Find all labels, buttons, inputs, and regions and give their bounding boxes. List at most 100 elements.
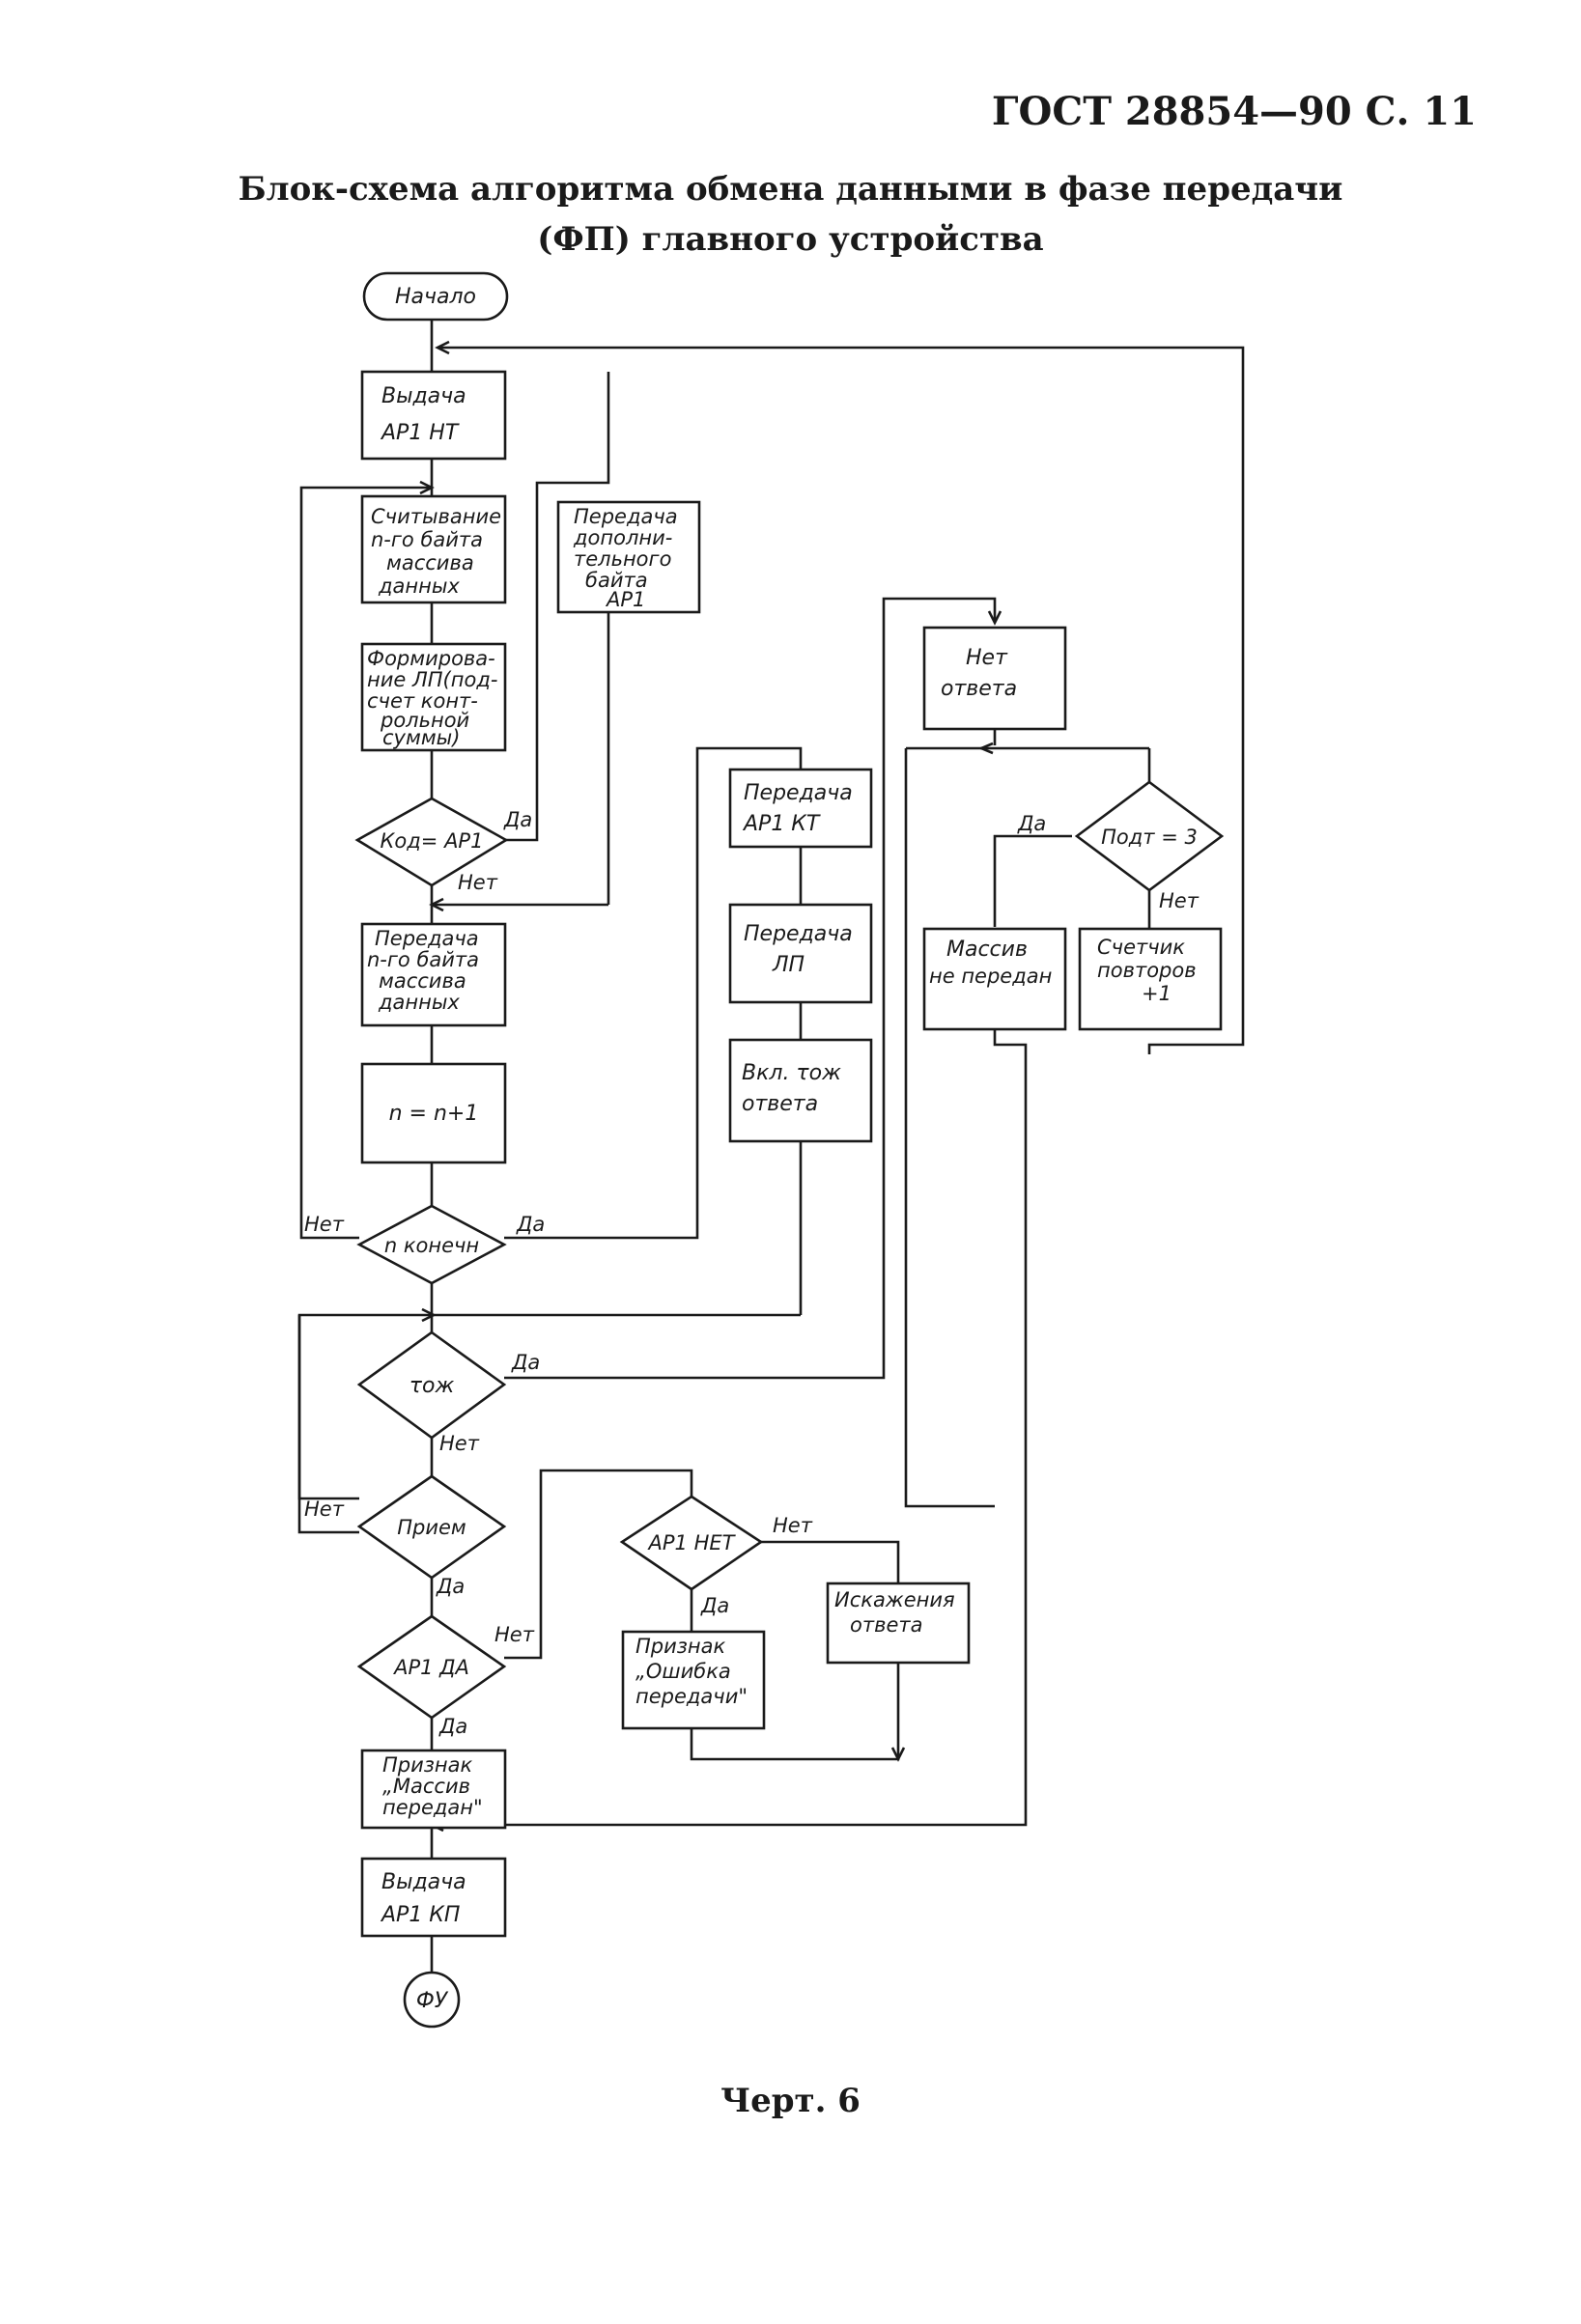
node-dop-bait-line: Передача [574, 505, 678, 528]
node-massiv-ne-peredan-line: не передан [929, 965, 1052, 988]
node-ar1-da-label: АР1 ДА [392, 1656, 469, 1679]
node-dop-bait-line: тельного [574, 547, 671, 571]
node-oshibka-line: „Ошибка [635, 1660, 731, 1683]
node-peredacha-n-line: массива [379, 969, 466, 993]
node-peredacha-n-line: n-го байта [367, 948, 479, 971]
label-net: Нет [494, 1623, 535, 1646]
node-tau: τож Да Нет [356, 1330, 540, 1455]
node-iskazhenie: Искажения ответа [826, 1582, 971, 1665]
label-net: Нет [773, 1514, 813, 1537]
node-peredacha-lp-line: ЛП [772, 953, 805, 977]
node-formirovanie-line: счет конт- [367, 689, 478, 713]
node-net-otveta: Нет ответа [922, 626, 1067, 731]
node-chtenie-line: массива [386, 551, 474, 574]
node-ar1-da: АР1 ДА Нет Да [356, 1614, 535, 1738]
node-chtenie-line: n-го байта [371, 528, 483, 551]
node-schetchik-line: +1 [1142, 982, 1172, 1005]
figure-caption: Черт. 6 [720, 2082, 861, 2120]
node-n-inc: n = n+1 [360, 1062, 507, 1164]
node-chtenie-line: данных [378, 574, 460, 598]
node-dop-bait: Передача дополни- тельного байта АР1 [556, 500, 701, 614]
label-da: Да [503, 808, 532, 831]
node-oshibka-line: Признак [635, 1635, 726, 1658]
label-net: Нет [1159, 889, 1200, 912]
node-massiv-ne-peredan-line: Массив [946, 938, 1028, 962]
node-vkl-tau-line: ответа [742, 1092, 818, 1116]
node-vydacha-nt: Выдача АР1 НТ [360, 370, 507, 461]
label-da: Да [1017, 812, 1046, 835]
label-da: Да [511, 1351, 540, 1374]
node-massiv-peredan: Признак „Массив передан" [360, 1749, 507, 1830]
node-net-otveta-line: ответа [941, 677, 1017, 701]
node-peredacha-n: Передача n-го байта массива данных [360, 922, 507, 1027]
node-oshibka: Признак „Ошибка передачи" [621, 1630, 766, 1730]
node-start: Начало [362, 271, 509, 322]
diagram-title-line1: Блок-схема алгоритма обмена данными в фа… [238, 170, 1343, 209]
label-da: Да [516, 1213, 545, 1236]
node-vydacha-kp-line: АР1 КП [380, 1903, 460, 1927]
node-net-otveta-line: Нет [966, 646, 1008, 670]
node-formirovanie-line: Формирова- [367, 647, 495, 670]
node-podt-3-label: Подт = 3 [1101, 826, 1198, 849]
node-vkl-tau: Вкл. τож ответа [728, 1038, 873, 1143]
node-formirovanie: Формирова- ние ЛП(под- счет конт- рольно… [360, 642, 507, 752]
node-peredacha-n-line: Передача [375, 927, 479, 950]
label-da: Да [438, 1715, 467, 1738]
node-kod-ar1-label: Код= АР1 [381, 829, 484, 853]
node-ar1-net-label: АР1 НЕТ [647, 1531, 737, 1554]
node-priem: Прием Нет Да [304, 1474, 507, 1598]
node-vydacha-kp: Выдача АР1 КП [360, 1857, 507, 1938]
node-start-label: Начало [395, 285, 476, 309]
node-peredacha-n-line: данных [378, 991, 460, 1014]
node-ar1-net: АР1 НЕТ Нет Да [619, 1495, 813, 1617]
label-net: Нет [458, 871, 498, 894]
node-vydacha-nt-line: Выдача [381, 384, 466, 408]
node-vydacha-nt-line: АР1 НТ [380, 421, 460, 445]
label-da: Да [700, 1594, 729, 1617]
node-dop-bait-line: АР1 [605, 588, 645, 611]
gost-header: ГОСТ 28854—90 С. 11 [991, 89, 1477, 134]
node-formirovanie-line: ние ЛП(под- [367, 668, 497, 691]
label-net: Нет [439, 1432, 480, 1455]
node-formirovanie-line: суммы) [382, 726, 460, 749]
node-massiv-peredan-line: Признак [382, 1753, 473, 1777]
flowchart-connectors [297, 320, 1245, 1973]
node-fu-label: ФУ [416, 1989, 449, 2013]
node-formirovanie-line: рольной [380, 709, 469, 732]
node-schetchik-line: Счетчик [1097, 936, 1185, 959]
node-iskazhenie-line: Искажения [834, 1588, 955, 1611]
node-peredacha-kt-line: Передача [744, 781, 853, 805]
node-oshibka-line: передачи" [635, 1685, 748, 1708]
node-iskazhenie-line: ответа [850, 1613, 922, 1637]
node-peredacha-kt: Передача АР1 КТ [728, 768, 873, 849]
node-peredacha-lp: Передача ЛП [728, 903, 873, 1004]
node-priem-label: Прием [397, 1516, 466, 1539]
label-da: Да [436, 1575, 465, 1598]
node-fu: ФУ [403, 1971, 461, 2029]
label-net: Нет [304, 1498, 345, 1521]
node-tau-label: τож [409, 1374, 455, 1398]
diagram-title: Блок-схема алгоритма обмена данными в фа… [0, 164, 1581, 265]
node-dop-bait-line: байта [585, 569, 648, 592]
node-n-konechn: n конечн Нет Да [304, 1204, 545, 1285]
node-schetchik-line: повторов [1097, 959, 1197, 982]
node-vkl-tau-line: Вкл. τож [742, 1061, 841, 1085]
node-chtenie: Считывание n-го байта массива данных [360, 494, 507, 604]
node-dop-bait-line: дополни- [573, 526, 672, 549]
node-massiv-peredan-line: передан" [382, 1796, 483, 1819]
node-schetchik: Счетчик повторов +1 [1078, 927, 1223, 1031]
node-kod-ar1: Код= АР1 Да Нет [354, 797, 532, 894]
label-net: Нет [304, 1213, 345, 1236]
node-massiv-ne-peredan: Массив не передан [922, 927, 1067, 1031]
node-n-konechn-label: n конечн [384, 1234, 479, 1257]
node-n-inc-label: n = n+1 [389, 1102, 479, 1126]
node-chtenie-line: Считывание [371, 505, 501, 528]
node-massiv-peredan-line: „Массив [382, 1775, 470, 1798]
node-podt-3: Подт = 3 Да Нет [1017, 780, 1225, 912]
node-peredacha-lp-line: Передача [744, 922, 853, 946]
node-vydacha-kp-line: Выдача [381, 1870, 466, 1894]
diagram-title-line2: (ФП) главного устройства [537, 220, 1044, 259]
node-peredacha-kt-line: АР1 КТ [742, 812, 821, 836]
